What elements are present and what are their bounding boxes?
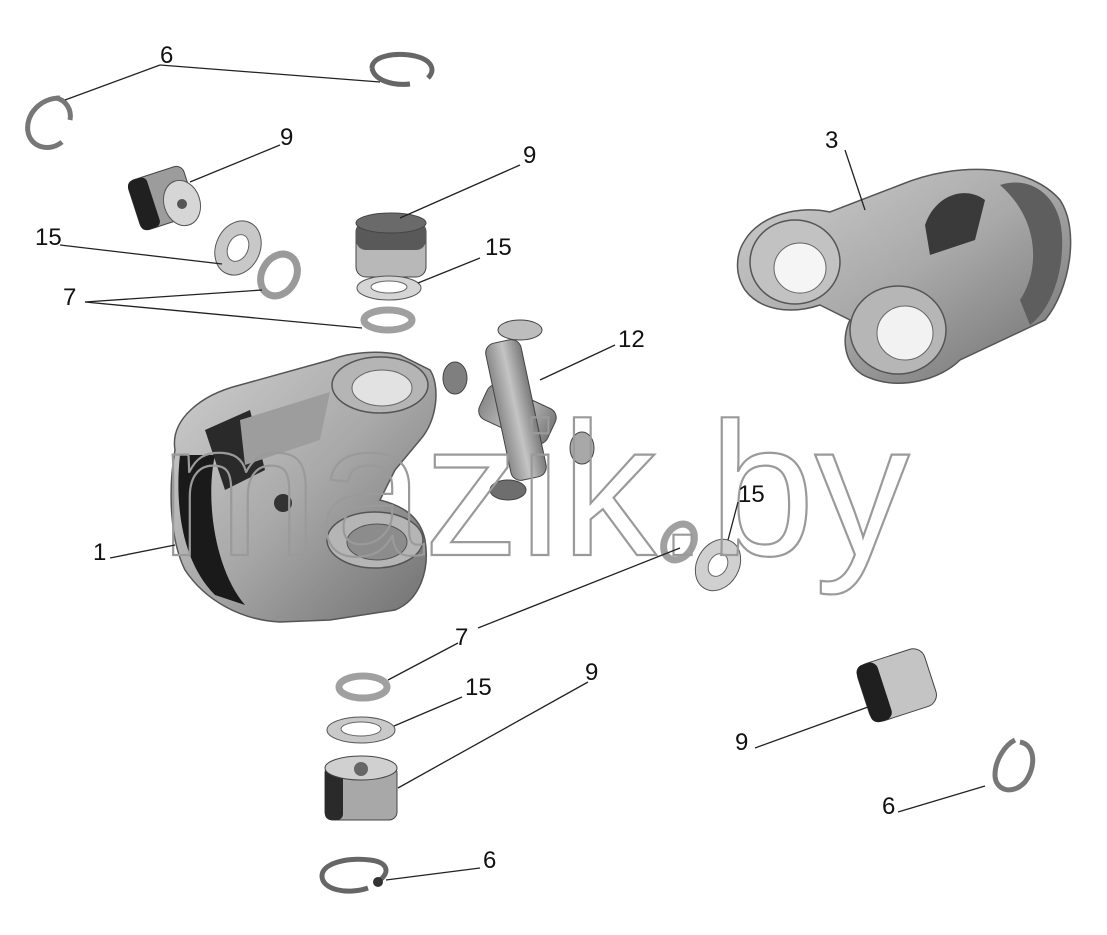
callout-labels: 6 9 9 3 15 15 7 12 15 1 7 15 9 9 6 6 bbox=[35, 42, 895, 874]
part-15-washer-b bbox=[356, 275, 422, 301]
watermark-text: mazik.by bbox=[160, 384, 910, 596]
callout-9: 9 bbox=[280, 124, 293, 151]
callout-7: 7 bbox=[63, 284, 76, 311]
part-6-clip-b bbox=[369, 52, 435, 87]
callout-15: 15 bbox=[485, 234, 512, 261]
part-15-washer-c bbox=[694, 538, 742, 592]
part-6-clip-c bbox=[992, 737, 1036, 793]
callout-9: 9 bbox=[523, 142, 536, 169]
part-9-bearing-cup-d bbox=[856, 648, 937, 723]
leader-lines bbox=[59, 64, 986, 881]
part-7-ring-a bbox=[257, 250, 301, 300]
part-6-clip-d bbox=[319, 856, 389, 894]
callout-6: 6 bbox=[483, 847, 496, 874]
callout-3: 3 bbox=[825, 127, 838, 154]
part-7-ring-d bbox=[335, 672, 391, 702]
part-9-bearing-cup-b bbox=[355, 212, 427, 278]
part-12-cross bbox=[442, 319, 595, 501]
callout-7: 7 bbox=[455, 624, 468, 651]
part-15-washer-d bbox=[326, 716, 396, 744]
callout-6: 6 bbox=[160, 42, 173, 69]
callout-9: 9 bbox=[735, 729, 748, 756]
part-1-yoke bbox=[170, 351, 437, 623]
part-6-clip-a bbox=[25, 95, 73, 150]
part-15-washer-a bbox=[214, 220, 262, 276]
part-9-bearing-cup-a bbox=[127, 165, 202, 231]
callout-1: 1 bbox=[93, 539, 106, 566]
callout-9: 9 bbox=[585, 659, 598, 686]
callout-15: 15 bbox=[465, 674, 492, 701]
callout-12: 12 bbox=[618, 326, 645, 353]
part-7-ring-b bbox=[360, 306, 416, 334]
part-7-ring-c bbox=[660, 520, 698, 564]
part-3-fork bbox=[736, 168, 1072, 384]
callout-15: 15 bbox=[738, 481, 765, 508]
callout-15: 15 bbox=[35, 224, 62, 251]
callout-6: 6 bbox=[882, 793, 895, 820]
part-9-bearing-cup-c bbox=[324, 755, 398, 821]
